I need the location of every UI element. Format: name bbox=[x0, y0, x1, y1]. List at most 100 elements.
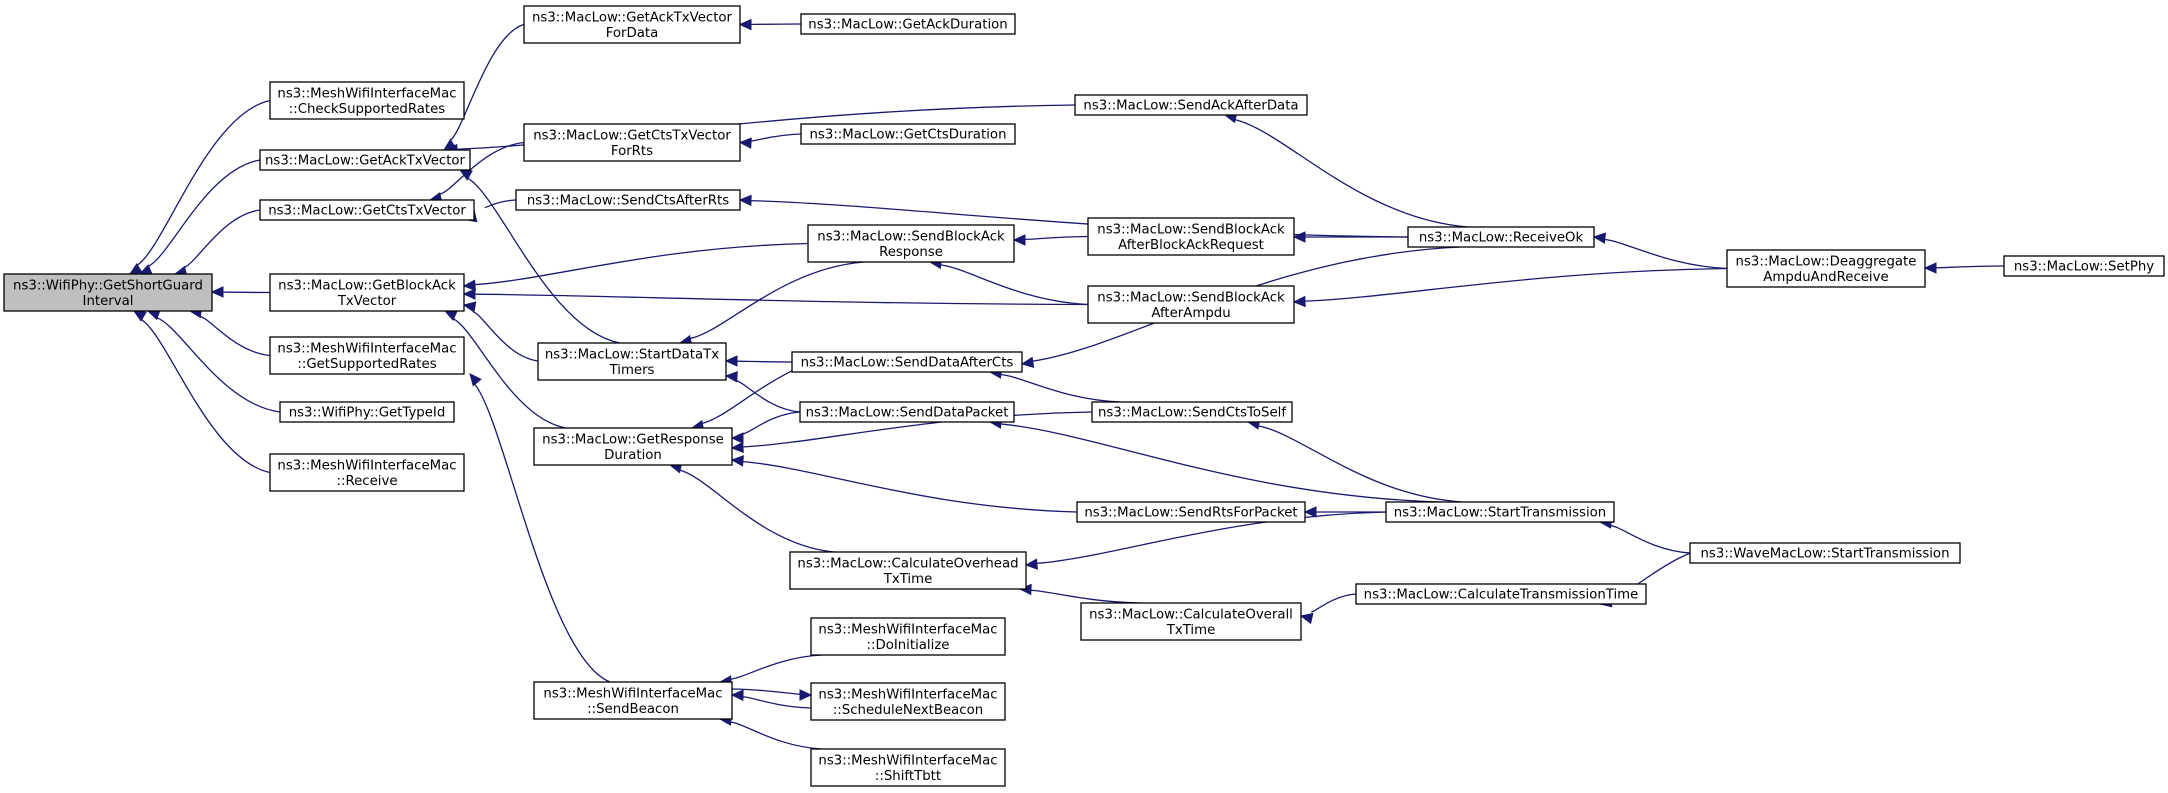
node-sendctstoself[interactable]: ns3::MacLow::SendCtsToSelf bbox=[1091, 401, 1293, 423]
node-sendbaafterbar[interactable]: ns3::MacLow::SendBlockAckAfterBlockAckRe… bbox=[1087, 217, 1295, 256]
edge-line bbox=[472, 310, 539, 362]
node-label-line: ns3::MeshWifiInterfaceMac bbox=[543, 686, 722, 701]
edge-line bbox=[742, 411, 801, 435]
node-label-line: ns3::MacLow::SetPhy bbox=[2014, 260, 2154, 275]
edge-arrowhead bbox=[730, 441, 744, 454]
node-box bbox=[810, 617, 1006, 656]
edge-arrowhead bbox=[132, 310, 147, 322]
node-gettypeid[interactable]: ns3::WifiPhy::GetTypeId bbox=[279, 401, 455, 423]
node-label-line: ns3::MacLow::Deaggregate bbox=[1736, 254, 1917, 269]
edges-layer bbox=[128, 18, 2005, 750]
edge-line bbox=[474, 242, 809, 286]
edge-line bbox=[730, 721, 823, 750]
node-label-line: ForRts bbox=[611, 144, 653, 159]
node-box bbox=[800, 13, 1016, 35]
node-box bbox=[1407, 226, 1595, 248]
node-label-line: ns3::MacLow::GetAckDuration bbox=[808, 18, 1007, 33]
edge-arrowhead bbox=[1292, 231, 1306, 243]
node-getsuprates[interactable]: ns3::MeshWifiInterfaceMac::GetSupportedR… bbox=[269, 336, 465, 375]
node-label-line: ::DoInitialize bbox=[867, 638, 950, 653]
node-doinit[interactable]: ns3::MeshWifiInterfaceMac::DoInitialize bbox=[810, 617, 1006, 656]
node-sendctsafterrts[interactable]: ns3::MacLow::SendCtsAfterRts bbox=[515, 189, 741, 211]
edge-sendbaafterampdu-to-getblockack bbox=[462, 288, 1089, 306]
node-schednext[interactable]: ns3::MeshWifiInterfaceMac::ScheduleNextB… bbox=[810, 682, 1006, 721]
node-label-line: ns3::WifiPhy::GetShortGuard bbox=[13, 278, 203, 293]
node-senddataaftercts[interactable]: ns3::MacLow::SendDataAfterCts bbox=[791, 351, 1023, 373]
node-label-line: ns3::MacLow::SendAckAfterData bbox=[1083, 99, 1298, 114]
node-starttx[interactable]: ns3::MacLow::StartTransmission bbox=[1385, 501, 1615, 523]
edge-receiveok-to-sendackafterdata bbox=[1223, 112, 1469, 228]
node-calctxtime[interactable]: ns3::MacLow::CalculateTransmissionTime bbox=[1355, 583, 1647, 605]
node-box bbox=[810, 682, 1006, 721]
edge-getsuprates-to-root bbox=[188, 306, 271, 357]
node-box bbox=[259, 199, 475, 221]
node-shifttbtt[interactable]: ns3::MeshWifiInterfaceMac::ShiftTbtt bbox=[810, 748, 1006, 787]
node-box bbox=[1080, 602, 1302, 641]
edge-arrowhead bbox=[458, 169, 473, 181]
edge-line bbox=[439, 141, 525, 195]
node-box bbox=[810, 748, 1006, 787]
node-senddatapacket[interactable]: ns3::MacLow::SendDataPacket bbox=[799, 401, 1015, 423]
node-getctsdur[interactable]: ns3::MacLow::GetCtsDuration bbox=[800, 123, 1016, 145]
edge-arrowhead bbox=[1299, 612, 1314, 625]
node-wavestarttx[interactable]: ns3::WaveMacLow::StartTransmission bbox=[1689, 542, 1961, 564]
node-box bbox=[800, 123, 1016, 145]
nodes-layer: ns3::WifiPhy::GetShortGuardIntervalns3::… bbox=[3, 5, 2165, 787]
node-getackdur[interactable]: ns3::MacLow::GetAckDuration bbox=[800, 13, 1016, 35]
node-box bbox=[3, 273, 213, 312]
node-sendrtsforpacket[interactable]: ns3::MacLow::SendRtsForPacket bbox=[1076, 501, 1306, 523]
edge-wavestarttx-to-starttx bbox=[1598, 517, 1691, 554]
edge-line bbox=[147, 159, 261, 268]
edge-arrowhead bbox=[730, 455, 744, 467]
edge-arrowhead bbox=[730, 432, 744, 444]
node-box bbox=[537, 342, 727, 381]
node-sendackafterdata[interactable]: ns3::MacLow::SendAckAfterData bbox=[1074, 94, 1308, 116]
node-box bbox=[515, 189, 741, 211]
node-label-line: ns3::MacLow::SendBlockAck bbox=[817, 229, 1005, 244]
edge-line bbox=[1610, 524, 1691, 554]
edge-line bbox=[1604, 238, 1728, 270]
node-label-line: ns3::MacLow::CalculateTransmissionTime bbox=[1364, 588, 1639, 603]
node-checkrates[interactable]: ns3::MeshWifiInterfaceMac::CheckSupporte… bbox=[269, 81, 465, 120]
node-label-line: Interval bbox=[83, 294, 134, 309]
node-box bbox=[1385, 501, 1615, 523]
node-receive[interactable]: ns3::MeshWifiInterfaceMac::Receive bbox=[269, 453, 465, 492]
node-receiveok[interactable]: ns3::MacLow::ReceiveOk bbox=[1407, 226, 1595, 248]
node-label-line: ns3::MacLow::SendCtsAfterRts bbox=[527, 194, 729, 209]
node-box bbox=[269, 453, 465, 492]
edge-starttx-to-sendctstoself bbox=[1246, 418, 1463, 503]
node-box bbox=[269, 336, 465, 375]
node-sendbeacon[interactable]: ns3::MeshWifiInterfaceMac::SendBeacon bbox=[533, 681, 733, 720]
edge-starttx-to-senddatapacket bbox=[988, 417, 1441, 503]
edge-sendbaafterampdu-to-sendblockackresp bbox=[928, 257, 1089, 306]
node-getcts[interactable]: ns3::MacLow::GetCtsTxVector bbox=[259, 199, 475, 221]
edge-line bbox=[452, 318, 567, 429]
node-box bbox=[789, 551, 1027, 590]
node-box bbox=[1689, 542, 1961, 564]
edge-checkrates-to-root bbox=[128, 99, 271, 275]
node-label-line: Timers bbox=[609, 363, 655, 378]
edge-line bbox=[731, 688, 801, 695]
edge-line bbox=[1935, 265, 2005, 269]
node-getack[interactable]: ns3::MacLow::GetAckTxVector bbox=[259, 149, 471, 171]
edge-startdatatx-to-getblockack bbox=[462, 301, 539, 362]
edge-arrowhead bbox=[738, 194, 752, 207]
node-box bbox=[1091, 401, 1293, 423]
edge-line bbox=[1304, 267, 1728, 302]
edge-deaggregate-to-sendbaafterampdu bbox=[1292, 267, 1728, 308]
node-box bbox=[791, 351, 1023, 373]
node-setphy[interactable]: ns3::MacLow::SetPhy bbox=[2003, 255, 2165, 277]
node-label-line: ns3::MacLow::GetResponse bbox=[542, 432, 724, 447]
